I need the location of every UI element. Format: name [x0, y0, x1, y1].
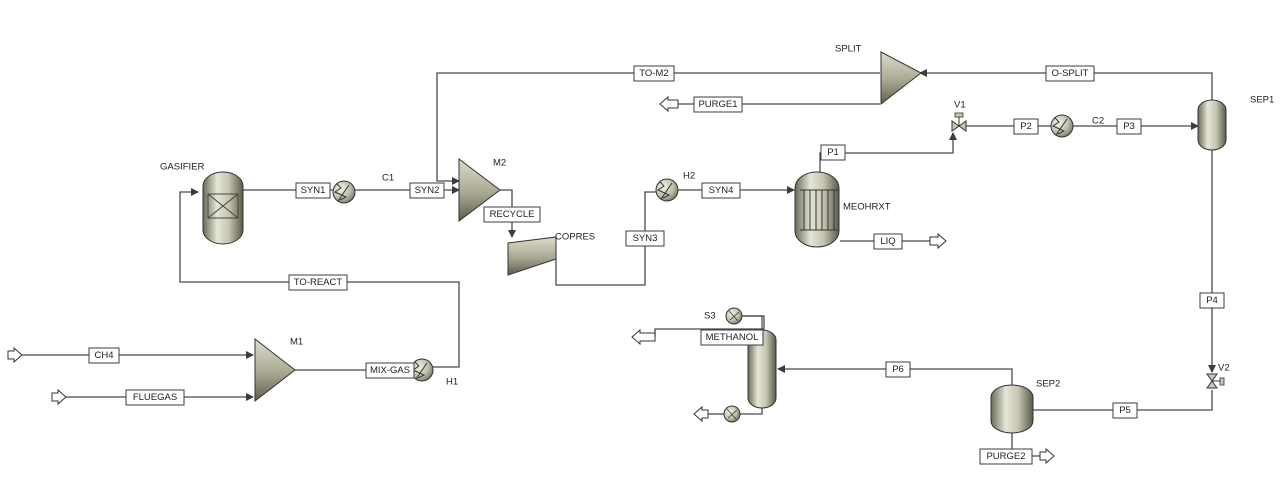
stream-text-syn2: SYN2	[415, 185, 440, 196]
stream-text-p6: P6	[892, 364, 904, 375]
stream-text-purge1: PURGE1	[698, 99, 737, 110]
stream-label-fluegas[interactable]: FLUEGAS	[125, 389, 185, 406]
c1-heat-exchanger[interactable]	[332, 180, 356, 204]
line-syn3	[555, 191, 656, 286]
stream-text-methanol: METHANOL	[706, 332, 759, 343]
purge2-product-arrow-icon	[1039, 447, 1055, 465]
stream-label-recycle[interactable]: RECYCLE	[483, 206, 541, 223]
stream-text-liq: LIQ	[880, 236, 895, 247]
copres-compressor[interactable]	[507, 236, 557, 276]
stream-label-liq[interactable]: LIQ	[873, 233, 903, 250]
unit-label-sep1: SEP1	[1250, 95, 1274, 106]
split-splitter[interactable]	[880, 51, 922, 106]
c2-heat-exchanger[interactable]	[1050, 114, 1074, 138]
unit-label-m2: M2	[493, 158, 506, 169]
stream-text-ch4: CH4	[94, 350, 113, 361]
unit-label-h1: H1	[446, 377, 458, 388]
unit-label-h2: H2	[683, 171, 695, 182]
line-p6	[777, 365, 1013, 385]
liq-product-arrow-icon	[929, 232, 947, 250]
stream-text-p1: P1	[827, 147, 839, 158]
line-p1	[819, 132, 957, 172]
unit-label-m1: M1	[290, 337, 303, 348]
s3-distillation-column[interactable]	[723, 307, 777, 423]
stream-label-syn4[interactable]: SYN4	[701, 182, 741, 199]
line-p5	[1011, 390, 1213, 414]
stream-label-purge2[interactable]: PURGE2	[979, 448, 1033, 465]
m2-mixer[interactable]	[458, 157, 501, 223]
stream-label-purge1[interactable]: PURGE1	[693, 96, 743, 113]
stream-text-p3: P3	[1123, 121, 1135, 132]
meohrxt-reactor[interactable]	[794, 171, 840, 248]
unit-label-sep2: SEP2	[1036, 379, 1060, 390]
h2-heat-exchanger[interactable]	[655, 178, 679, 202]
stream-label-syn2[interactable]: SYN2	[409, 182, 445, 199]
methanol-product-arrow-icon	[631, 328, 656, 346]
stream-label-to-react[interactable]: TO-REACT	[288, 274, 348, 291]
stream-text-to-m2: TO-M2	[639, 68, 668, 79]
stream-label-p3[interactable]: P3	[1116, 118, 1142, 135]
stream-label-to-m2[interactable]: TO-M2	[633, 65, 675, 82]
stream-text-recycle: RECYCLE	[490, 209, 535, 220]
m1-mixer[interactable]	[254, 337, 296, 403]
stream-label-ch4[interactable]: CH4	[88, 347, 120, 364]
line-o-split	[919, 69, 1213, 100]
unit-label-c2: C2	[1092, 116, 1104, 127]
stream-text-to-react: TO-REACT	[294, 277, 343, 288]
unit-label-copres: COPRES	[555, 232, 595, 243]
stream-text-purge2: PURGE2	[986, 451, 1025, 462]
stream-label-p1[interactable]: P1	[820, 144, 846, 161]
stream-label-mix-gas[interactable]: MIX-GAS	[365, 362, 415, 379]
v2-valve[interactable]	[1206, 373, 1225, 389]
stream-label-methanol[interactable]: METHANOL	[700, 329, 764, 346]
stream-label-p5[interactable]: P5	[1112, 402, 1138, 419]
stream-text-p5: P5	[1119, 405, 1131, 416]
stream-text-syn4: SYN4	[709, 185, 734, 196]
stream-text-o-split: O-SPLIT	[1052, 68, 1089, 79]
stream-text-syn1: SYN1	[301, 185, 326, 196]
bottoms-product-arrow-icon	[693, 405, 709, 423]
unit-label-v2: V2	[1218, 363, 1230, 374]
fluegas-feed-arrow-icon	[51, 388, 67, 406]
stream-text-p4: P4	[1206, 295, 1218, 306]
stream-label-p6[interactable]: P6	[885, 361, 911, 378]
sep1-flash-drum[interactable]	[1197, 99, 1227, 151]
gasifier-reactor[interactable]	[202, 171, 244, 245]
unit-label-v1: V1	[954, 100, 966, 111]
sep2-flash-drum[interactable]	[990, 384, 1034, 434]
stream-text-fluegas: FLUEGAS	[133, 392, 177, 403]
unit-label-c1: C1	[382, 173, 394, 184]
stream-label-p2[interactable]: P2	[1013, 118, 1039, 135]
v1-valve[interactable]	[951, 112, 967, 132]
unit-label-split: SPLIT	[835, 44, 862, 55]
ch4-feed-arrow-icon	[7, 346, 23, 364]
stream-label-syn3[interactable]: SYN3	[625, 230, 665, 247]
stream-text-p2: P2	[1020, 121, 1032, 132]
unit-label-gasifier: GASIFIER	[160, 162, 204, 173]
purge1-product-arrow-icon	[659, 95, 679, 113]
stream-text-syn3: SYN3	[633, 233, 658, 244]
stream-label-p4[interactable]: P4	[1199, 292, 1225, 309]
stream-label-o-split[interactable]: O-SPLIT	[1045, 65, 1095, 82]
stream-text-mix-gas: MIX-GAS	[370, 365, 410, 376]
unit-label-s3: S3	[704, 311, 716, 322]
unit-label-meohrxt: MEOHRXT	[843, 202, 891, 213]
stream-label-syn1[interactable]: SYN1	[295, 182, 331, 199]
